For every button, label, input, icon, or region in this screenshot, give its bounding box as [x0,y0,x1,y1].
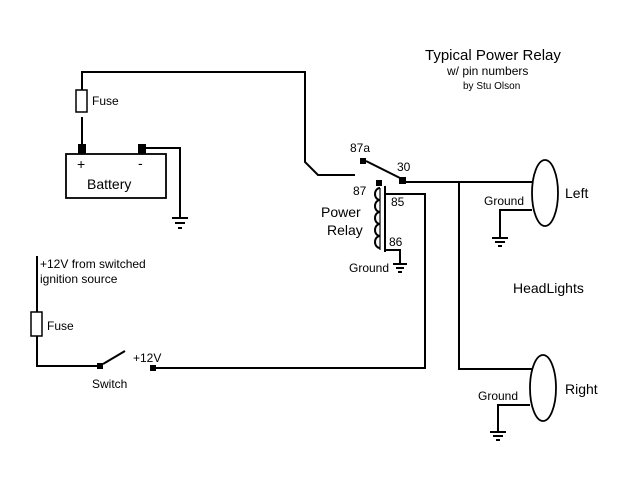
relay-pin-85-wire [155,193,426,369]
ignition-wire [36,256,99,367]
headlight-right [529,354,557,422]
battery-negative-sign: - [138,155,143,171]
relay-pin-87-contact [376,180,382,186]
relay-coil [374,186,386,252]
switch-label: Switch [92,377,127,391]
headlight-right-ground-label: Ground [478,389,518,403]
battery-ground [146,147,188,229]
battery-positive-terminal [78,144,86,154]
headlight-right-label: Right [565,381,598,397]
relay-pin-85: 85 [391,195,405,209]
relay-pin-30-contact [399,177,406,184]
diagram-title: Typical Power Relay [425,47,561,64]
ignition-source-line2: ignition source [40,272,118,286]
fuse-top [75,89,88,113]
headlight-left [531,159,559,227]
switch-output-label: +12V [133,351,161,365]
headlights-label: HeadLights [513,280,584,296]
relay-pin-30: 30 [397,160,411,174]
fuse-bottom-label: Fuse [47,319,74,333]
battery [65,153,167,199]
diagram-author: by Stu Olson [463,81,520,92]
relay-ground [385,249,407,273]
relay-label-line2: Relay [327,222,363,238]
diagram-subtitle: w/ pin numbers [446,64,528,78]
relay-pin-87: 87 [353,184,367,198]
relay-switch-arm [365,160,401,179]
relay-pin-87a: 87a [350,141,370,155]
relay-pin-86: 86 [389,235,403,249]
fuse-top-label: Fuse [92,94,119,108]
headlight-left-label: Left [565,185,588,201]
battery-positive-sign: + [77,156,85,172]
relay-pin-87a-contact [360,158,366,164]
battery-label: Battery [87,176,131,192]
headlight-feed-wire [406,181,536,370]
fuse-bottom [30,311,43,337]
switch [97,350,156,371]
relay-ground-label: Ground [349,261,389,275]
relay-label-line1: Power [321,204,361,220]
headlight-left-ground-label: Ground [484,194,524,208]
ignition-source-line1: +12V from switched [40,257,146,271]
battery-negative-terminal [138,144,146,154]
headlight-left-ground [492,209,532,247]
headlight-right-ground [490,404,530,441]
